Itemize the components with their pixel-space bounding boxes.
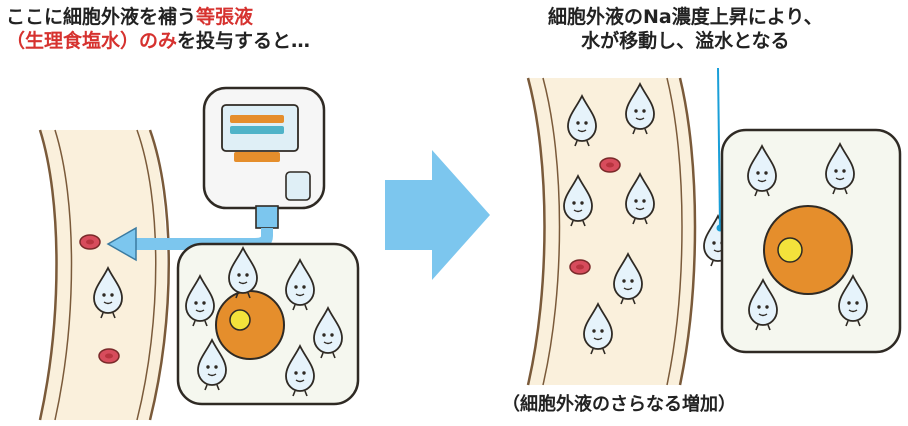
iv-bag-icon	[202, 86, 326, 229]
bottom-caption: （細胞外液のさらなる増加）	[502, 394, 736, 415]
left-caption: ここに細胞外液を補う等張液 （生理食塩水）のみを投与すると…	[6, 6, 310, 54]
left-caption-saline: （生理食塩水）のみ	[6, 29, 178, 52]
pointer-line	[717, 67, 721, 227]
red-blood-cell	[569, 259, 591, 275]
left-caption-line1-text: ここに細胞外液を補う	[6, 6, 197, 28]
right-caption: 細胞外液のNa濃度上昇により、 水が移動し、溢水となる	[548, 6, 823, 54]
red-blood-cell	[79, 234, 101, 250]
right-caption-line2: 水が移動し、溢水となる	[581, 29, 790, 52]
infusion-arrowhead-icon	[106, 226, 137, 262]
left-caption-line2-text: を投与すると…	[177, 29, 311, 52]
right-caption-line1: 細胞外液のNa濃度上昇により、	[548, 6, 823, 28]
blood-vessel-right	[526, 77, 697, 386]
transition-arrow-icon	[385, 150, 490, 280]
red-blood-cell	[599, 157, 621, 173]
intracellular-box-right	[720, 128, 902, 354]
left-caption-isotonic: 等張液	[196, 6, 254, 28]
red-blood-cell	[98, 348, 120, 364]
left-caption-line2: （生理食塩水）のみを投与すると…	[6, 30, 310, 54]
left-caption-line1: ここに細胞外液を補う等張液	[6, 6, 310, 30]
